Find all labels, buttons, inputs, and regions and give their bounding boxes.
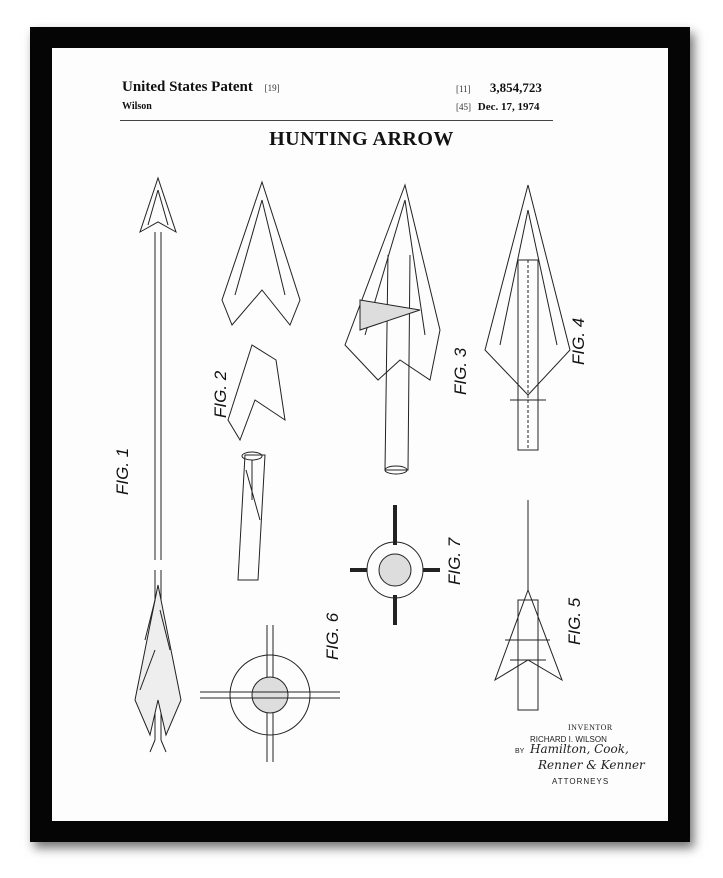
attorney-signature-1: Hamilton, Cook,	[530, 742, 629, 756]
number-code: [11]	[456, 84, 471, 94]
title-code: [19]	[264, 83, 280, 93]
inventor-surname: Wilson	[122, 101, 152, 112]
invention-title: HUNTING ARROW	[269, 128, 454, 150]
fig3-assembled-broadhead	[344, 183, 441, 475]
header-title-text: United States Patent	[122, 79, 253, 95]
inventor-label: INVENTOR	[568, 723, 613, 732]
fig1-label: FIG. 1	[113, 448, 132, 495]
header-rule	[120, 120, 553, 121]
patent-number-line: [11] 3,854,723	[456, 80, 542, 96]
inventor-name: RICHARD I. WILSON	[530, 735, 607, 744]
fig6-cross-section	[200, 625, 340, 762]
patent-date: Dec. 17, 1974	[477, 101, 540, 113]
fig7-cross-section	[350, 505, 440, 625]
attorney-signature-2: Renner & Kenner	[538, 758, 645, 772]
fig5-section	[494, 500, 563, 711]
date-code: [45]	[456, 102, 471, 112]
patent-date-line: [45] Dec. 17, 1974	[456, 101, 539, 113]
by-label: BY	[515, 748, 525, 755]
fig5-label: FIG. 5	[565, 597, 584, 645]
fig3-label: FIG. 3	[451, 347, 470, 395]
fig6-label: FIG. 6	[323, 612, 342, 660]
attorneys-label: ATTORNEYS	[552, 777, 610, 786]
fig2-label: FIG. 2	[211, 370, 230, 418]
fig4-section	[484, 184, 571, 451]
fig7-label: FIG. 7	[445, 537, 464, 585]
fig1-arrow-drawing	[134, 176, 182, 753]
patent-header-title: United States Patent [19]	[122, 79, 280, 96]
fig2-broadhead-exploded	[221, 180, 301, 581]
fig4-label: FIG. 4	[569, 318, 588, 365]
patent-number: 3,854,723	[489, 80, 542, 95]
